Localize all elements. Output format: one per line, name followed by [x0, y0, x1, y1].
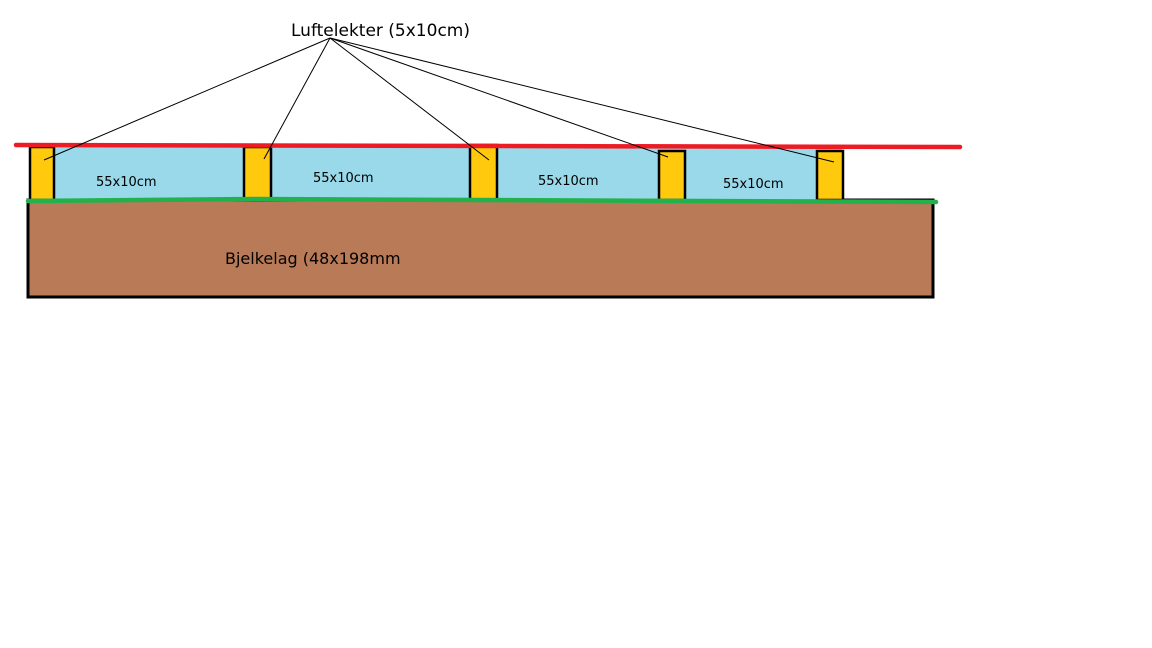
- bottom-green-line: [25, 196, 939, 205]
- air-gap-layer: [30, 147, 842, 200]
- leader-line-4: [329, 37, 669, 158]
- gap-label-2: 55x10cm: [313, 171, 374, 186]
- batten-1: [28, 145, 56, 202]
- leader-line-5: [329, 37, 835, 163]
- gap-label-1: 55x10cm: [96, 175, 157, 190]
- leader-line-1: [43, 37, 331, 161]
- leader-line-2: [263, 37, 331, 160]
- beam-label: Bjelkelag (48x198mm: [225, 249, 401, 268]
- top-red-line: [13, 142, 963, 150]
- batten-2: [242, 145, 273, 202]
- batten-3: [468, 143, 499, 202]
- title-label: Luftelekter (5x10cm): [291, 21, 470, 41]
- beam-layer: [26, 198, 935, 299]
- batten-4: [657, 149, 687, 202]
- gap-label-3: 55x10cm: [538, 174, 599, 189]
- gap-label-4: 55x10cm: [723, 177, 784, 192]
- leader-line-3: [329, 37, 490, 161]
